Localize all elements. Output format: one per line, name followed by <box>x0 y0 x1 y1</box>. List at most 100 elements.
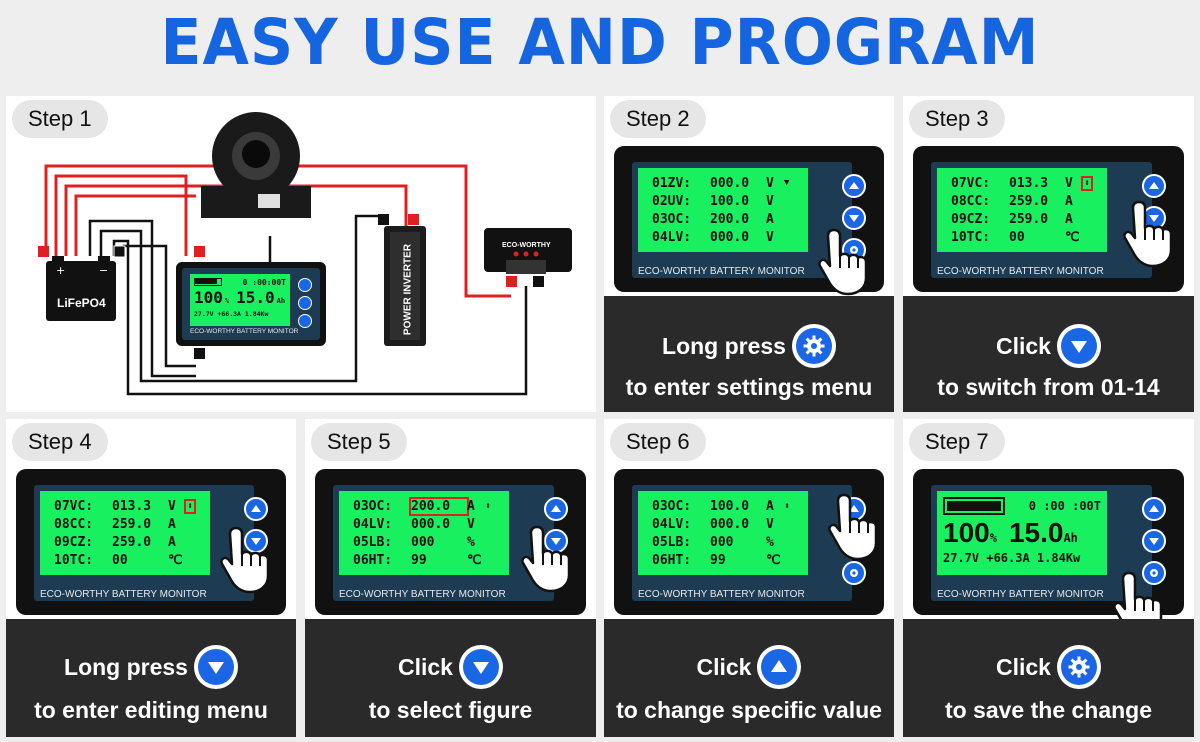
step1-brand: ECO-WORTHY BATTERY MONITOR <box>190 328 299 335</box>
s3-lcd-row: 10TC: 00 ℃ <box>951 229 1080 245</box>
gear-icon <box>791 324 836 368</box>
step1-lcd: 0 :00:00T 100 % 15.0 Ah 27.7V +66.3A 1.8… <box>190 274 290 326</box>
s7-detail: to save the change <box>944 697 1153 723</box>
s3-lcd: 07VC: 013.3 V⬍ 08CC: 259.0 A 09CZ: 259.0… <box>937 168 1107 252</box>
s5-lcd-row: 04LV: 000.0 V <box>353 516 475 532</box>
s5-instruction: Click to select figure <box>305 619 596 737</box>
s4-detail: to enter editing menu <box>34 697 268 723</box>
s4-up-button[interactable] <box>244 497 268 521</box>
s6-lcd-row: 03OC: 100.0 A⬍ <box>652 498 791 514</box>
s5-action: Click <box>398 653 453 680</box>
s4-panel: Step 4 07VC: 013.3 V⬍ 08CC: 259.0 A 09CZ… <box>6 419 296 737</box>
s6-lcd: 03OC: 100.0 A⬍ 04LV: 000.0 V 05LB: 000 %… <box>638 491 808 575</box>
hand-pointer-icon <box>826 491 882 566</box>
page-title: EASY USE AND PROGRAM <box>160 6 1040 80</box>
s7-monitor: 0 :00 :00T 100 % 15.0 Ah 27.7V +66.3A 1.… <box>913 469 1184 615</box>
s6-lcd-row: 05LB: 000 % <box>652 534 774 550</box>
s6-gear-button[interactable] <box>842 561 866 585</box>
s7-instruction: Click to save the change <box>903 619 1194 737</box>
step1-label: Step 1 <box>12 100 108 138</box>
s7-ah: 15.0 <box>1008 517 1064 548</box>
s7-line3: 27.7V +66.3A 1.84Kw <box>943 551 1081 565</box>
down-arrow-icon <box>458 645 503 689</box>
s7-action: Click <box>996 653 1051 680</box>
s4-lcd-row: 07VC: 013.3 V⬍ <box>54 498 197 514</box>
s4-instruction: Long press to enter editing menu <box>6 619 296 737</box>
wiring-diagram: + − <box>38 112 572 396</box>
sort-marker-icon: ⬍ <box>485 500 492 512</box>
s3-instruction: Click to switch from 01-14 <box>903 296 1194 412</box>
s5-panel: Step 5 03OC: 200.0 A⬍ 04LV: 000.0 V 05LB… <box>305 419 596 737</box>
mini-up-button[interactable] <box>298 278 312 292</box>
s4-lcd-row: 08CC: 259.0 A <box>54 516 176 532</box>
s3-label: Step 3 <box>909 100 1005 138</box>
step1-monitor: 0 :00:00T 100 % 15.0 Ah 27.7V +66.3A 1.8… <box>176 262 326 346</box>
mini-line3: 27.7V +66.3A 1.84Kw <box>194 310 269 318</box>
s4-lcd-row: 09CZ: 259.0 A <box>54 534 176 550</box>
menu-marker-icon: ▼ <box>784 178 790 188</box>
s3-lcd-row: 09CZ: 259.0 A <box>951 211 1073 227</box>
sort-marker-icon: ⬍ <box>183 498 197 514</box>
s3-brand: ECO-WORTHY BATTERY MONITOR <box>937 266 1104 277</box>
s7-label: Step 7 <box>909 423 1005 461</box>
s2-detail: to enter settings menu <box>625 374 873 400</box>
s2-up-button[interactable] <box>842 174 866 198</box>
s5-up-button[interactable] <box>544 497 568 521</box>
inverter-label: POWER INVERTER <box>402 243 414 336</box>
hand-pointer-icon <box>1121 198 1177 273</box>
s2-label: Step 2 <box>610 100 706 138</box>
s5-lcd-row: 03OC: 200.0 A⬍ <box>353 496 492 516</box>
s7-gear-button[interactable] <box>1142 561 1166 585</box>
s4-lcd-row: 10TC: 00 ℃ <box>54 552 183 568</box>
sort-marker-icon: ⬍ <box>1080 175 1094 191</box>
s6-brand: ECO-WORTHY BATTERY MONITOR <box>638 589 805 600</box>
down-arrow-icon <box>1056 324 1101 368</box>
s2-lcd-row: 01ZV: 000.0 V▼ <box>652 175 790 191</box>
mini-down-button[interactable] <box>298 296 312 310</box>
s3-action: Click <box>996 332 1051 359</box>
s2-action: Long press <box>662 332 786 359</box>
down-arrow-icon <box>193 645 238 689</box>
s2-brand: ECO-WORTHY BATTERY MONITOR <box>638 266 805 277</box>
hand-pointer-icon <box>218 524 274 599</box>
s2-panel: Step 2 01ZV: 000.0 V▼ 02UV: 100.0 V 03OC… <box>604 96 894 412</box>
s7-brand: ECO-WORTHY BATTERY MONITOR <box>937 589 1104 600</box>
s6-label: Step 6 <box>610 423 706 461</box>
s2-down-button[interactable] <box>842 206 866 230</box>
s3-panel: Step 3 07VC: 013.3 V⬍ 08CC: 259.0 A 09CZ… <box>903 96 1194 412</box>
s7-lcd: 0 :00 :00T 100 % 15.0 Ah 27.7V +66.3A 1.… <box>937 491 1107 575</box>
hand-pointer-icon <box>519 523 575 598</box>
s5-brand: ECO-WORTHY BATTERY MONITOR <box>339 589 506 600</box>
up-arrow-icon <box>757 645 802 689</box>
s6-action: Click <box>696 653 752 680</box>
s6-instruction: Click to change specific value <box>604 619 894 737</box>
s5-label: Step 5 <box>311 423 407 461</box>
hand-pointer-icon <box>816 226 872 301</box>
mini-time: 0 :00:00T <box>242 277 286 287</box>
svg-text:+: + <box>56 264 65 277</box>
s4-label: Step 4 <box>12 423 108 461</box>
s6-detail: to change specific value <box>616 697 882 723</box>
s5-monitor: 03OC: 200.0 A⬍ 04LV: 000.0 V 05LB: 000 %… <box>315 469 586 615</box>
sort-marker-icon: ⬍ <box>784 500 791 512</box>
s6-lcd-row: 06HT: 99 ℃ <box>652 552 781 568</box>
shunt-icon <box>201 112 311 218</box>
mini-gear-button[interactable] <box>298 314 312 328</box>
s4-action: Long press <box>64 653 188 680</box>
s5-lcd-row: 06HT: 99 ℃ <box>353 552 482 568</box>
s3-lcd-row: 08CC: 259.0 A <box>951 193 1073 209</box>
s7-down-button[interactable] <box>1142 529 1166 553</box>
s2-lcd-row: 02UV: 100.0 V <box>652 193 774 209</box>
s3-up-button[interactable] <box>1142 174 1166 198</box>
s7-up-button[interactable] <box>1142 497 1166 521</box>
s6-lcd-row: 04LV: 000.0 V <box>652 516 774 532</box>
s4-brand: ECO-WORTHY BATTERY MONITOR <box>40 589 207 600</box>
s5-lcd-row: 05LB: 000 % <box>353 534 475 550</box>
s2-instruction: Long press to enter settings menu <box>604 296 894 412</box>
s2-lcd-row: 04LV: 000.0 V <box>652 229 774 245</box>
svg-text:−: − <box>99 264 108 277</box>
battery-label: LiFePO4 <box>57 296 106 310</box>
s3-lcd-row: 07VC: 013.3 V⬍ <box>951 175 1094 191</box>
s4-lcd: 07VC: 013.3 V⬍ 08CC: 259.0 A 09CZ: 259.0… <box>40 491 210 575</box>
s7-soc: 100 <box>943 517 990 548</box>
